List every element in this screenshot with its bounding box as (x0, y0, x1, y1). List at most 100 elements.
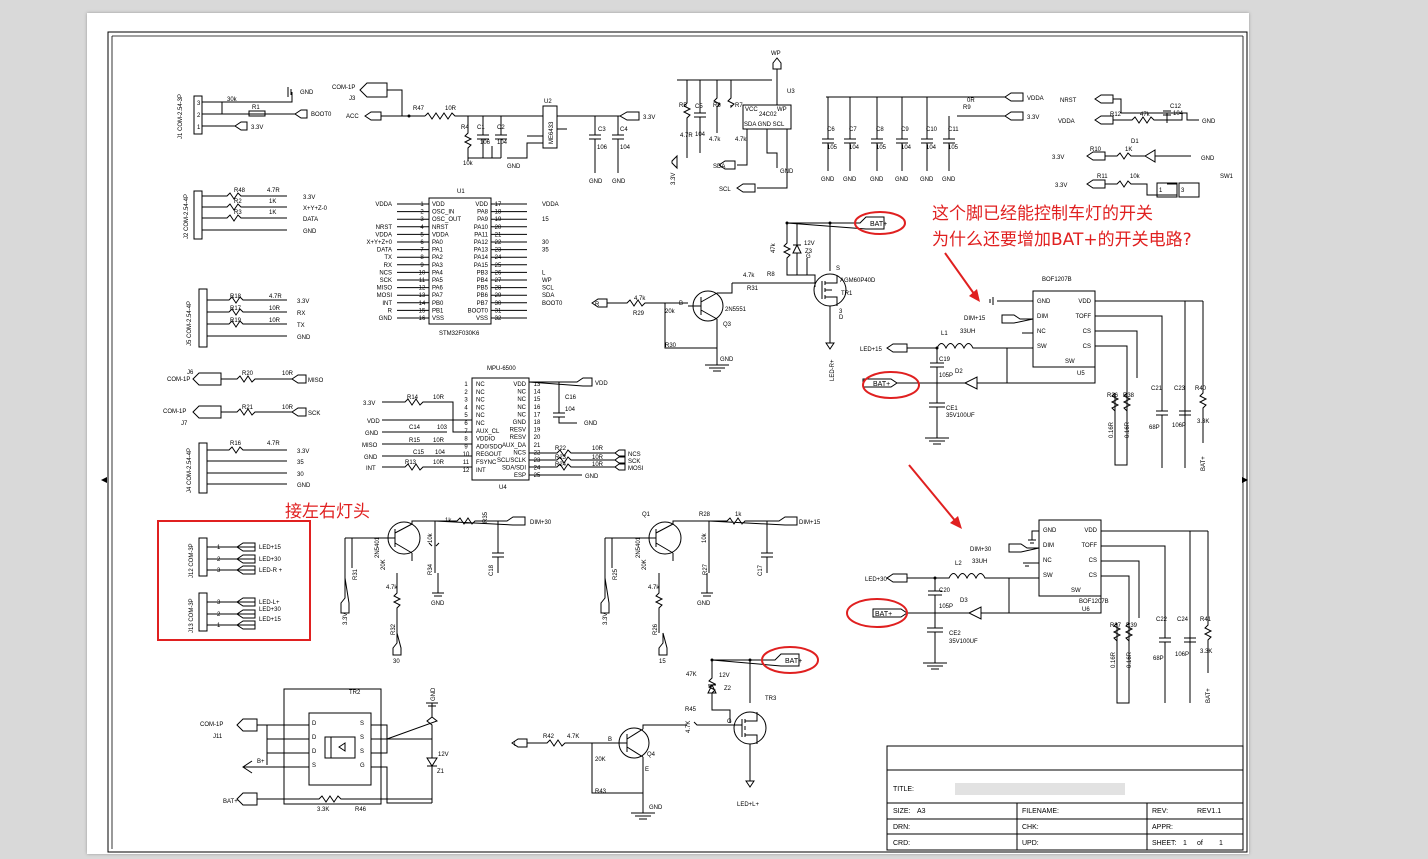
c19-value: 105P (939, 373, 953, 379)
imu-pin-num-19: 19 (534, 428, 541, 434)
r31-ref: R31 (353, 568, 359, 580)
u5-part: BOF1207B (1042, 277, 1072, 283)
mcu-pin-num-4: 4 (420, 225, 424, 231)
svg-text:VCC: VCC (745, 107, 758, 113)
tb-filename: FILENAME: (1022, 808, 1059, 815)
imu-pin-2: NC (476, 390, 485, 396)
svg-text:B: B (679, 301, 683, 307)
imu-pin-18: GND (513, 420, 527, 426)
r31b-value: 4.7k (743, 273, 755, 279)
c14-value: 103 (437, 425, 448, 431)
tb-size-value: A3 (917, 808, 926, 815)
ce2-value: 35V100UF (949, 639, 978, 645)
eeprom-3v3-net: 3.3V (671, 173, 677, 185)
mcu-net-l-15: R (388, 308, 393, 314)
imu-gnd-right: GND (584, 421, 598, 427)
j5-tx: TX (297, 323, 305, 329)
r28-ref: R28 (699, 512, 711, 518)
ce2-ref: CE2 (949, 631, 961, 637)
title-block: TITLE: SIZE: A3 DRN: CRD: FILENAME: CHK:… (886, 745, 1244, 851)
r27-value: 10k (702, 532, 708, 543)
j2-gnd: GND (303, 229, 317, 235)
dim1-3v3: 3.3V (343, 613, 349, 625)
tb-drn: DRN: (893, 824, 910, 831)
r48-value: 4.7R (267, 188, 280, 194)
c1-value: 106 (480, 140, 491, 146)
c23-value: 106P (1172, 423, 1186, 429)
imu-miso-net: MISO (362, 443, 378, 449)
r47-ref: R47 (413, 106, 425, 112)
d1-ref: D1 (1131, 139, 1139, 145)
mcu-pin-22: PA12 (474, 240, 489, 246)
svg-text:S: S (360, 735, 364, 741)
decap-3v3-net: 3.3V (1027, 115, 1039, 121)
mcu-pin-21: PA11 (474, 232, 488, 238)
imu-pin-num-17: 17 (534, 412, 541, 418)
u5-pins-r-vdd-0: VDD (1078, 299, 1091, 305)
svg-text:S: S (312, 763, 316, 769)
svg-text:WP: WP (777, 107, 787, 113)
decap-ref-2: C8 (876, 127, 884, 133)
c5-ref: C5 (695, 104, 703, 110)
reset-section: NRST VDDA R12 47k C12 104 GND 3.3V R10 1… (1052, 94, 1234, 198)
decap-value-5: 105 (948, 145, 959, 151)
tb-of: of (1197, 840, 1203, 847)
r40-ref: R40 (1195, 386, 1207, 392)
tb-title: TITLE: (893, 786, 914, 793)
switch2-bat-net: BAT+ (785, 658, 802, 665)
imu-pin-3: NC (476, 398, 485, 404)
r1-ref: R1 (252, 105, 260, 111)
mcu-pin-1: VDD (432, 202, 445, 208)
imu-pin-10: REGOUT (476, 452, 502, 458)
mcu-pin-num-22: 22 (495, 240, 502, 246)
imu-part: MPU-6500 (487, 366, 516, 372)
q3-ref: Q3 (723, 322, 732, 328)
j2-xyz: X+Y+Z-0 (303, 206, 328, 212)
imu-vdd-left: VDD (367, 419, 380, 425)
svg-text:D: D (312, 721, 317, 727)
switch-bat-2: BAT+ 47K R45 12V Z2 TR3 G LED+L+ 4.7K B … (511, 646, 819, 820)
j7-sck: SCK (308, 411, 320, 417)
power-section: COM-1P J3 ACC R47 10R R4 10k C1 106 C2 1… (332, 82, 655, 185)
mcu-net-l-5: VDDA (375, 232, 392, 238)
c14-ref: C14 (409, 425, 421, 431)
decap-gnd-4: GND (920, 177, 934, 183)
r14-value: 10R (433, 395, 445, 401)
tr2-ref: TR2 (349, 690, 361, 696)
mcu-net-l-13: MOSI (377, 293, 393, 299)
u2-part: ME6433 (549, 121, 555, 144)
decap-ref-5: C11 (948, 127, 959, 133)
mcu-pin-18: PA8 (477, 210, 489, 216)
decap-value-0: 105 (827, 145, 838, 151)
r46-ref: R46 (355, 807, 367, 813)
j5-gnd: GND (297, 335, 311, 341)
switch2-l-net: L (514, 742, 518, 748)
r26-ref: R26 (653, 623, 659, 635)
c21-ref: C21 (1151, 386, 1163, 392)
q3-part: 2N5551 (725, 307, 747, 313)
u5-pins-l-nc-2: NC (1037, 329, 1046, 335)
c4-ref: C4 (620, 127, 628, 133)
r47-value: 10R (445, 106, 457, 112)
imu-pin-17: NC (517, 412, 526, 418)
mcu-pin-17: VDD (475, 202, 488, 208)
r40-value: 3.3K (1197, 419, 1209, 425)
mcu-net-l-16: GND (379, 316, 393, 322)
imu-pin-7: AUX_CL (476, 429, 500, 435)
r3-value: 1K (269, 210, 276, 216)
r31b-ref: R31 (747, 286, 759, 292)
mcu-pin-num-27: 27 (495, 278, 502, 284)
imu-pin-num-9: 9 (464, 444, 468, 450)
r2-value: 1K (269, 199, 276, 205)
u6-bat-net: BAT+ (875, 611, 892, 618)
c22-ref: C22 (1156, 617, 1168, 623)
imu-pin-4: NC (476, 405, 485, 411)
svg-text:3: 3 (217, 568, 221, 574)
c24-value: 106P (1175, 652, 1189, 658)
tb-sheet-value: 1 (1183, 840, 1187, 847)
mcu-net-l-4: NRST (376, 225, 393, 231)
u5-dim-net: DIM+15 (964, 316, 986, 322)
mcu-pin-num-31: 31 (495, 308, 502, 314)
switch1-r-net: R (595, 302, 600, 308)
r11-ref: R11 (1097, 174, 1108, 180)
